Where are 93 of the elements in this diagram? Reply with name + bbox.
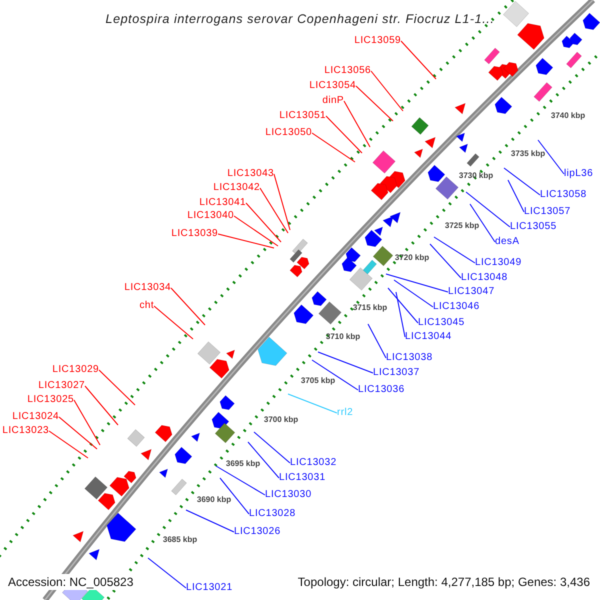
- position-tick-label: 3720 kbp: [394, 253, 430, 263]
- gene-label: LIC13032: [290, 457, 337, 469]
- leader-line: [254, 432, 290, 464]
- leader-line: [388, 288, 418, 324]
- leader-line: [220, 478, 250, 514]
- gene-label: LIC13027: [38, 380, 85, 392]
- position-tick-label: 3700 kbp: [264, 415, 298, 425]
- gene-label: LIC13048: [461, 272, 508, 284]
- leader-line: [246, 202, 282, 242]
- gene-label: LIC13038: [386, 352, 433, 364]
- leader-line: [466, 192, 510, 228]
- gene-label: rrl2: [337, 407, 354, 419]
- gene-label: LIC13031: [279, 472, 326, 484]
- leader-line: [312, 132, 356, 162]
- leader-line: [430, 244, 462, 278]
- leader-line: [288, 394, 338, 414]
- leader-line: [248, 442, 280, 478]
- gene-label: LIC13024: [12, 411, 59, 423]
- gene-label: LIC13026: [234, 526, 281, 538]
- gene-label: LIC13040: [187, 210, 234, 222]
- leader-line: [170, 288, 206, 326]
- gene-label: LIC13042: [213, 182, 260, 194]
- position-tick-label: 3705 kbp: [300, 376, 336, 386]
- leader-line: [148, 558, 186, 588]
- leader-line: [260, 188, 288, 234]
- leader-line: [470, 204, 496, 242]
- position-tick-label: 3725 kbp: [444, 221, 480, 231]
- gene-label: LIC13045: [418, 317, 465, 329]
- gene-label: LIC13044: [405, 331, 452, 343]
- gene-label: LIC13023: [2, 425, 49, 437]
- leader-line: [48, 430, 88, 458]
- gene-label: LIC13028: [249, 508, 296, 520]
- gene-label: LIC13058: [540, 189, 587, 201]
- position-tick-label: 3685 kbp: [162, 535, 198, 545]
- gene-label: cht: [139, 300, 154, 312]
- gene-label: LIC13021: [186, 582, 233, 594]
- leader-line: [538, 140, 564, 174]
- leader-line: [370, 70, 404, 112]
- gene-label: LIC13039: [171, 228, 218, 240]
- gene-label: LIC13046: [433, 301, 480, 313]
- leader-line: [400, 40, 436, 80]
- gene-label: LIC13056: [324, 65, 371, 77]
- leader-line: [274, 174, 290, 230]
- leader-line: [74, 400, 100, 446]
- gene-label: LIC13029: [52, 364, 99, 376]
- leader-line: [368, 324, 386, 358]
- gene-label: LIC13025: [27, 394, 74, 406]
- leader-line: [434, 236, 476, 264]
- leader-line: [386, 274, 448, 292]
- gene-label: LIC13059: [354, 35, 401, 47]
- gene-label: LIC13051: [279, 110, 326, 122]
- position-tick-label: 3710 kbp: [326, 332, 360, 342]
- gene-label: LIC13037: [373, 367, 420, 379]
- leader-line: [356, 86, 394, 122]
- leader-line: [396, 292, 406, 338]
- leader-line: [508, 180, 524, 212]
- gene-label: LIC13043: [227, 168, 274, 180]
- leader-line: [216, 466, 266, 496]
- leader-line: [186, 510, 234, 532]
- accession-text: Accession: NC_005823: [8, 574, 134, 590]
- leader-line: [326, 116, 362, 154]
- leader-line: [98, 370, 136, 406]
- genome-summary-text: Topology: circular; Length: 4,277,185 bp; Genes: 3,436: [298, 574, 590, 590]
- leader-line: [318, 352, 374, 374]
- gene-label: dinP: [322, 95, 344, 107]
- leader-line: [58, 416, 98, 450]
- position-tick-label: 3715 kbp: [352, 303, 388, 313]
- position-tick-label: 3695 kbp: [226, 459, 260, 469]
- leader-line: [504, 168, 540, 196]
- gene-label: LIC13047: [448, 286, 495, 298]
- leader-line: [344, 100, 370, 148]
- gene-label: LIC13041: [199, 197, 246, 209]
- position-tick-label: 3735 kbp: [510, 149, 546, 159]
- gene-label: LIC13054: [309, 80, 356, 92]
- position-tick-label: 3740 kbp: [550, 111, 586, 121]
- leader-line: [312, 360, 358, 390]
- gene-label: lipL36: [564, 168, 594, 180]
- gene-label: LIC13057: [524, 206, 571, 218]
- gene-label: LIC13034: [124, 282, 171, 294]
- position-tick-label: 3730 kbp: [458, 171, 494, 181]
- leader-line: [84, 386, 118, 426]
- gene-label: LIC13030: [265, 489, 312, 501]
- leader-line: [154, 306, 194, 340]
- leader-line: [394, 280, 434, 308]
- gene-label: LIC13036: [358, 384, 405, 396]
- map-title: Leptospira interrogans serovar Copenhageni str. Fiocruz L1-1...: [104, 11, 496, 28]
- gene-label: LIC13049: [475, 257, 522, 269]
- gene-label: desA: [495, 236, 520, 248]
- leader-line: [218, 234, 274, 248]
- position-tick-label: 3690 kbp: [196, 495, 232, 505]
- gene-label: LIC13055: [510, 221, 557, 233]
- leader-line: [234, 216, 278, 246]
- gene-label: LIC13050: [265, 127, 312, 139]
